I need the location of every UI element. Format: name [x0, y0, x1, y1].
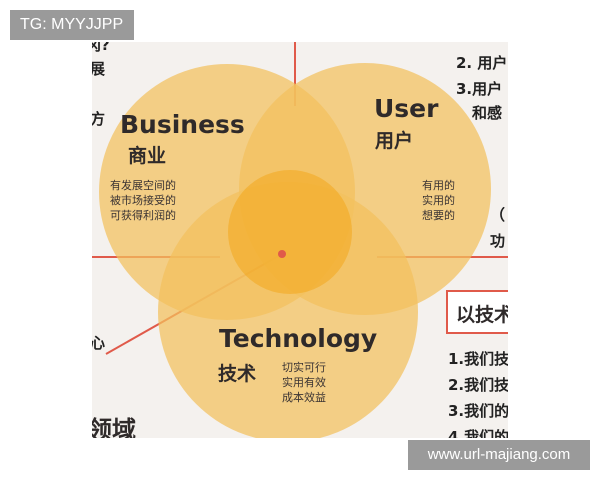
- technology-title-zh: 技术: [218, 363, 257, 385]
- user-desc-1: 有用的: [422, 179, 455, 192]
- right-top-item-1: 2. 用户: [456, 54, 508, 72]
- bottom-left-fragment: 领域: [92, 416, 136, 438]
- business-title-zh: 商业: [128, 145, 167, 167]
- left-fragment-2: 展: [92, 60, 106, 78]
- venn-stage: Business 商业 有发展空间的 被市场接受的 可获得利润的 User 用户…: [92, 42, 508, 438]
- left-fragment-4: 心: [92, 334, 106, 352]
- right-mid-fragment-2: 功: [490, 232, 506, 250]
- right-top-item-3: 和感: [472, 104, 503, 122]
- right-mid-fragment-1: （: [490, 206, 506, 224]
- right-list-item-2: 2.我们技: [448, 376, 508, 394]
- watermark-top-label: TG: MYYJJPP: [10, 10, 134, 40]
- venn-diagram: [92, 42, 508, 438]
- watermark-bottom-label: www.url-majiang.com: [408, 440, 590, 470]
- right-heading-box: [446, 290, 508, 334]
- technology-title-en: Technology: [219, 324, 378, 353]
- right-heading: 以技术: [456, 304, 508, 326]
- center-overlap: [228, 170, 352, 294]
- user-desc-3: 想要的: [422, 209, 455, 222]
- business-desc-3: 可获得利润的: [110, 209, 176, 222]
- right-list-item-3: 3.我们的: [448, 402, 508, 420]
- technology-desc-3: 成本效益: [282, 391, 326, 404]
- right-list-item-4: 4.我们的: [448, 428, 508, 438]
- technology-desc-2: 实用有效: [282, 376, 326, 389]
- business-desc-2: 被市场接受的: [110, 194, 176, 207]
- center-dot: [278, 250, 286, 258]
- right-top-item-2: 3.用户: [456, 80, 503, 98]
- technology-desc-1: 切实可行: [282, 361, 326, 374]
- user-title-en: User: [374, 94, 439, 123]
- left-fragment-1: 冈?: [92, 42, 110, 54]
- user-title-zh: 用户: [375, 130, 414, 152]
- left-fragment-3: 方: [92, 110, 106, 128]
- technology-circle: [158, 182, 418, 438]
- right-list-item-1: 1.我们技: [448, 350, 508, 368]
- user-desc-2: 实用的: [422, 194, 455, 207]
- business-desc-1: 有发展空间的: [110, 179, 176, 192]
- business-title-en: Business: [120, 110, 245, 139]
